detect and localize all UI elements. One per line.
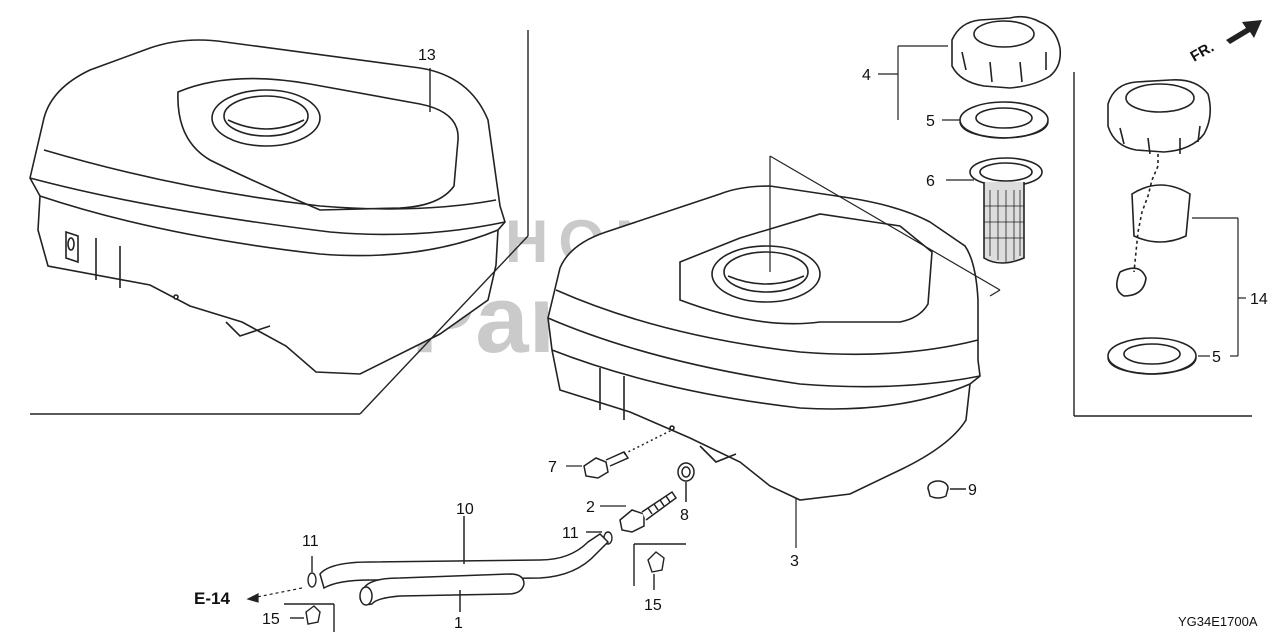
callout-14-bracket <box>1192 217 1246 357</box>
callout-11-left: 11 <box>302 533 319 550</box>
direction-marker-label: FR. <box>1188 39 1217 66</box>
callout-5-upper: 5 <box>926 113 935 130</box>
callout-10: 10 <box>456 501 474 518</box>
fuel-tank-assembly-13 <box>29 39 506 375</box>
main-tank-leader-lines <box>769 155 1001 548</box>
clamp-15 <box>633 543 686 590</box>
callout-7: 7 <box>548 459 557 476</box>
callout-13: 13 <box>418 47 436 64</box>
callout-11-right: 11 <box>562 525 579 542</box>
callout-3: 3 <box>790 553 799 570</box>
reference-label: E-14 <box>194 589 230 608</box>
flange-bolt-7 <box>583 429 673 479</box>
direction-arrow-icon: FR. <box>1188 20 1262 66</box>
fuel-cap-tether-14 <box>1107 78 1212 297</box>
callout-9: 9 <box>968 482 977 499</box>
left-frame-lines <box>30 30 529 415</box>
fuel-tube-10 <box>319 516 610 590</box>
callout-4: 4 <box>862 67 871 84</box>
callout-14: 14 <box>1250 291 1268 308</box>
cap-gasket-5 <box>959 101 1049 139</box>
clamp-15-left <box>284 603 335 632</box>
diagram-code: YG34E1700A <box>1178 614 1258 629</box>
cap-gasket-5-lower <box>1107 337 1197 375</box>
callout-6: 6 <box>926 173 935 190</box>
fuel-valve-2 <box>619 490 678 533</box>
fuel-tank-3 <box>547 185 981 501</box>
callout-2: 2 <box>586 499 595 516</box>
drain-plug-9 <box>927 480 966 499</box>
callout-5-lower: 5 <box>1212 349 1221 366</box>
callout-8: 8 <box>680 507 689 524</box>
washer-8 <box>677 462 695 502</box>
fuel-strainer-6 <box>969 157 1043 264</box>
reference-arrow-icon <box>246 587 303 603</box>
callout-1: 1 <box>454 615 463 632</box>
callout-4-bracket <box>878 45 948 120</box>
callout-15-left: 15 <box>262 611 280 628</box>
inset-frame <box>1073 72 1252 417</box>
callout-15-center: 15 <box>644 597 662 614</box>
tube-clip-11-left <box>307 556 317 588</box>
fuel-cap-4 <box>951 15 1062 89</box>
tube-1 <box>359 573 525 612</box>
